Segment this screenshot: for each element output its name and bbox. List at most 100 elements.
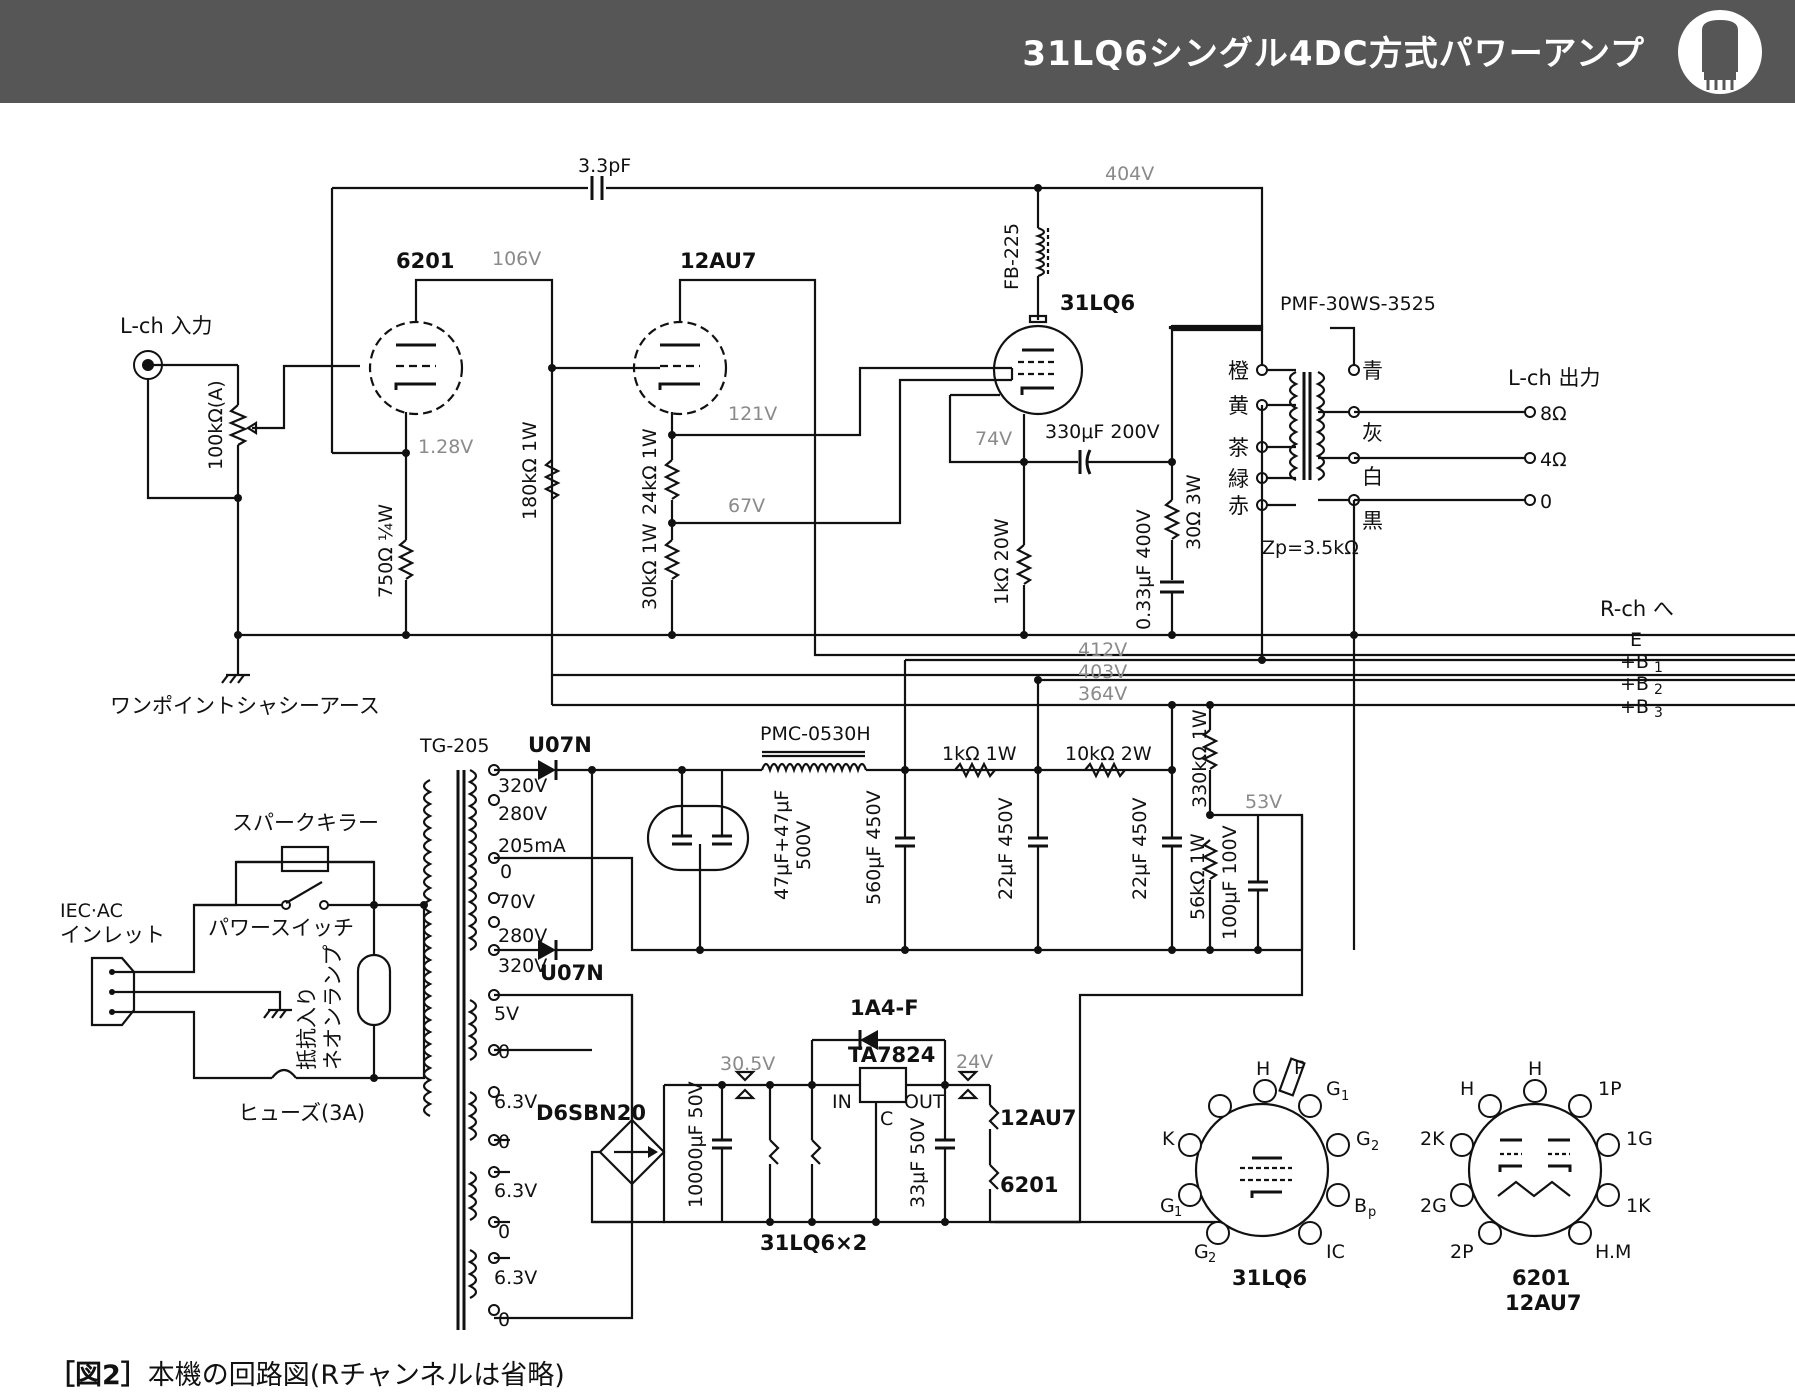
pin62-h: H: [1528, 1058, 1542, 1080]
pin62-2k: 2K: [1420, 1128, 1445, 1150]
fuse-label: ヒューズ(3A): [238, 1101, 365, 1125]
c22a-label: 22μF 450V: [995, 798, 1017, 901]
choke-pmc: [760, 762, 868, 774]
resistor-330k: [1201, 729, 1219, 770]
header-title: 31LQ6シングル4DC方式パワーアンプ: [1022, 34, 1645, 74]
pin31-g1l-sub: 1: [1174, 1205, 1182, 1220]
resistor-180k: [543, 459, 561, 500]
reg-out-label: OUT: [904, 1091, 945, 1113]
r10k2-label: 10kΩ 2W: [1065, 743, 1152, 765]
pt-0d: 0: [498, 1221, 510, 1243]
r56k-label: 56kΩ 1W: [1187, 833, 1209, 920]
resistor-1k-1w: [954, 761, 996, 779]
voltage-24v: 24V: [956, 1051, 993, 1073]
out-0-label: 0: [1540, 491, 1552, 513]
power-switch-label: パワースイッチ: [208, 916, 354, 940]
heater-12au7: [988, 1104, 1000, 1130]
c10000-label: 10000μF 50V: [685, 1081, 707, 1208]
pinout-6201: [1450, 1079, 1620, 1245]
volume-pot[interactable]: [228, 404, 248, 446]
pin62-2p: 2P: [1450, 1241, 1474, 1263]
reg-c-label: C: [880, 1108, 893, 1130]
vacuum-tube-icon: [1678, 10, 1762, 94]
pt-205ma: 205mA: [498, 835, 566, 857]
pt-320a: 320V: [498, 775, 547, 797]
pt-320b: 320V: [498, 955, 547, 977]
pin31-h: H: [1256, 1058, 1270, 1080]
voltage-30-5v: 30.5V: [720, 1053, 775, 1075]
rail-b2-sub: 2: [1654, 682, 1663, 698]
resistor-56k: [1201, 839, 1219, 880]
pin31-ic: IC: [1326, 1241, 1345, 1263]
c22b-label: 22μF 450V: [1129, 798, 1151, 901]
pin62-1p: 1P: [1598, 1078, 1622, 1100]
d6sbn-label: D6SBN20: [536, 1101, 646, 1125]
regulator-ta7824: [858, 1066, 908, 1104]
resistor-750: [397, 539, 415, 580]
pt-0e: 0: [498, 1309, 510, 1331]
c33pf-label: 3.3pF: [578, 155, 631, 177]
opt-tap-black: 黒: [1362, 509, 1383, 533]
lch-output-label: L-ch 出力: [1508, 366, 1600, 390]
opt-tap-white: 白: [1362, 465, 1383, 489]
output-8ohm-terminal[interactable]: [1524, 406, 1536, 418]
voltage-128v: 1.28V: [418, 436, 473, 458]
figure-caption: ［図2］本機の回路図(Rチャンネルは省略): [48, 1353, 565, 1392]
ground-icon: [263, 1008, 292, 1019]
pt-70v: 70V: [498, 891, 535, 913]
pinout-31lq6: [1178, 1057, 1350, 1245]
pin31-g2r-sub: 2: [1371, 1139, 1379, 1154]
r180k-label: 180kΩ 1W: [519, 421, 541, 520]
pin31-g2b-sub: 2: [1208, 1251, 1216, 1266]
output-4ohm-terminal[interactable]: [1524, 452, 1536, 464]
voltage-404v: 404V: [1105, 163, 1154, 185]
c100-label: 100μF 100V: [1219, 825, 1241, 940]
out-4-label: 4Ω: [1540, 449, 1567, 471]
tube-6201: [368, 320, 464, 416]
tube-6201-label: 6201: [396, 249, 454, 273]
rail-b1-label: +B: [1620, 651, 1649, 673]
output-0-terminal[interactable]: [1524, 494, 1536, 506]
pin31-bp-sub: p: [1368, 1205, 1376, 1220]
pin31-bp: B: [1354, 1195, 1367, 1217]
pt-63c: 6.3V: [494, 1267, 537, 1289]
rail-b3-sub: 3: [1654, 705, 1663, 721]
pinout-31lq6-title: 31LQ6: [1232, 1266, 1307, 1290]
iec-inlet-icon[interactable]: [90, 956, 136, 1027]
voltage-121v: 121V: [728, 403, 777, 425]
c33-label: 33μF 50V: [907, 1118, 929, 1208]
rail-e-label: E: [1630, 629, 1642, 651]
r30k-label: 30kΩ 1W: [639, 523, 661, 610]
r1k1-label: 1kΩ 1W: [942, 743, 1017, 765]
heater-31-label: 31LQ6×2: [760, 1231, 867, 1255]
pin31-g1l: G: [1160, 1195, 1175, 1217]
circuit-schematic: L-ch 入力 100kΩ(A) ワンポイントシャシーアース 6201 106V…: [60, 155, 1795, 1331]
diode-1a4f: [860, 1030, 878, 1050]
r30-label: 30Ω 3W: [1183, 474, 1205, 550]
heater-31lq6-b: [810, 1139, 822, 1165]
choke-fb225: [1034, 226, 1046, 278]
figure-number: ［図2］: [48, 1360, 148, 1391]
neon-lamp: [356, 953, 392, 1027]
zp-label: Zp=3.5kΩ: [1262, 537, 1359, 559]
voltage-67v: 67V: [728, 495, 765, 517]
pmc-label: PMC-0530H: [760, 723, 871, 745]
voltage-74v: 74V: [975, 428, 1012, 450]
c47-label: 47μF+47μF: [771, 790, 793, 900]
out-8-label: 8Ω: [1540, 403, 1567, 425]
voltage-53v: 53V: [1245, 791, 1282, 813]
pin62-hm: H.M: [1595, 1241, 1631, 1263]
pin62-2g: 2G: [1420, 1195, 1447, 1217]
pt-0c: 0: [498, 1131, 510, 1153]
resistor-30k: [663, 539, 681, 580]
diode-u07n-top: [538, 760, 556, 780]
pin62-1k: 1K: [1626, 1195, 1651, 1217]
pt-0b: 0: [498, 1041, 510, 1063]
heater-12au7-label: 12AU7: [1000, 1106, 1077, 1130]
diode-u07n-bottom: [538, 940, 556, 960]
pt-63a: 6.3V: [494, 1091, 537, 1113]
pin31-g2r: G: [1356, 1128, 1371, 1150]
c560-label: 560μF 450V: [863, 790, 885, 905]
r24k-label: 24kΩ 1W: [639, 428, 661, 515]
c330-label: 330μF 200V: [1045, 421, 1160, 443]
